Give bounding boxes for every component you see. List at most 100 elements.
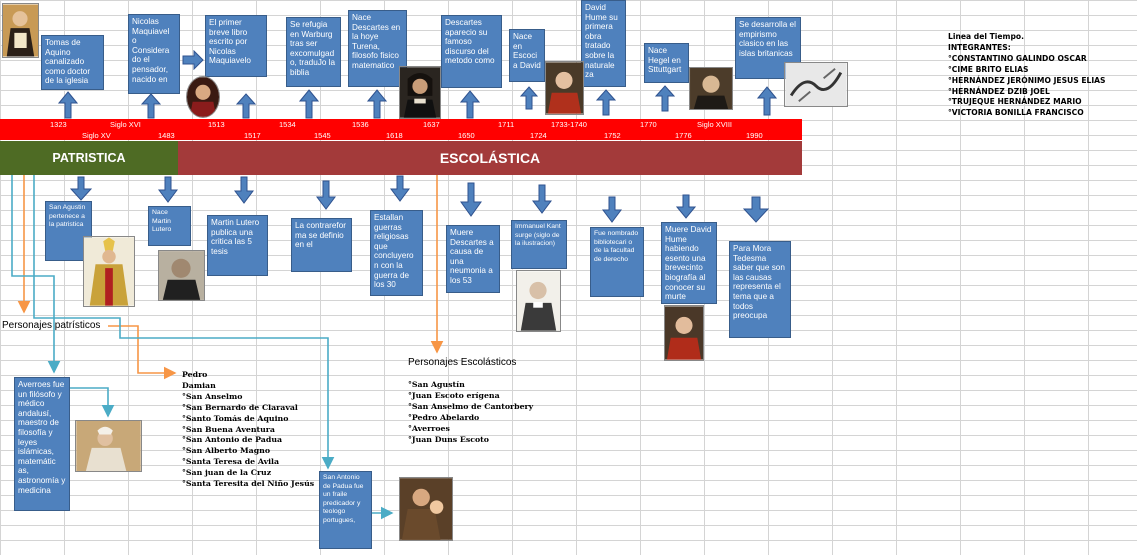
year-label: 1618: [386, 131, 403, 140]
year-label: 1711: [498, 120, 515, 129]
list-item: °San Alberto Magno: [182, 446, 271, 456]
arrow-down-icon: [532, 184, 552, 214]
list-item: °Santo Tomás de Aquino: [182, 413, 289, 423]
year-label: Siglo XVIII: [697, 120, 733, 129]
kant-portrait-image: [516, 270, 561, 332]
event-box-hume-obra: David Hume su primera obra tratado sobre…: [581, 0, 626, 87]
event-box-warburg: Se refugia en Warburg tras ser excomulga…: [286, 17, 341, 87]
aquino-portrait-image: [2, 3, 39, 58]
arrow-up-icon: [58, 91, 78, 119]
member-item: °VICTORIA BONILLA FRANCISCO: [948, 108, 1084, 118]
year-label: 1752: [604, 131, 621, 140]
event-box-bibliotecario: Fue nombrado bibliotecari o de la facult…: [590, 227, 644, 297]
patristic-names-list: Pedro Damian °San Anselmo °San Bernardo …: [182, 370, 314, 490]
period-escolastica: ESCOLÁSTICA: [178, 141, 802, 175]
list-item: °San Antonio de Padua: [182, 435, 283, 445]
list-item: °San Bernardo de Claraval: [182, 402, 298, 412]
arrow-down-icon: [743, 196, 769, 223]
event-box-maquiavelo-libro: El primer breve libro escrito por Nicola…: [205, 15, 267, 77]
arrow-up-icon: [141, 93, 161, 119]
member-item: °CIME BRITO ELIAS: [948, 64, 1029, 74]
arrow-down-icon: [70, 176, 92, 201]
member-item: °HERNÁNDEZ JERÓNIMO JESUS ELIAS: [948, 75, 1106, 85]
list-item: °San juan de la Cruz: [182, 468, 272, 478]
arrow-up-icon: [655, 85, 675, 112]
arrow-right-icon: [182, 50, 204, 70]
year-label: 1990: [746, 131, 763, 140]
year-label: Siglo XVI: [110, 120, 141, 129]
event-box-hume-nace: Nace en Escoci a David: [509, 29, 545, 82]
hume-portrait-image: [545, 61, 584, 115]
member-item: °HERNÁNDEZ DZIB JOEL: [948, 86, 1050, 96]
arrow-down-icon: [390, 175, 410, 202]
event-box-descartes-nace: Nace Descartes en la hoye Turena, filoso…: [348, 10, 407, 87]
list-item: Damian: [182, 380, 216, 390]
year-label: 1650: [458, 131, 475, 140]
list-item: Pedro: [182, 370, 208, 379]
agustin-portrait-image: [83, 236, 135, 307]
list-item: °San Agustín: [408, 380, 465, 389]
hands-drawing-image: [784, 62, 848, 107]
event-box-kant: Immanuel Kant surge (siglo de la ilustra…: [511, 220, 567, 269]
year-label: 1770: [640, 120, 657, 129]
timeline-bar: 1323 Siglo XVI 1483 1513 1517 1534 1545 …: [0, 119, 802, 140]
team-info: Linea del Tiempo. INTEGRANTES: °CONSTANT…: [948, 32, 1106, 119]
scholastic-section-title: Personajes Escolásticos: [408, 357, 517, 368]
list-item: °San Anselmo de Cantorbery: [408, 401, 534, 411]
list-item: °Juan Escoto erígena: [408, 390, 500, 400]
list-item: °Juan Duns Escoto: [408, 434, 489, 444]
period-patristica: PATRISTICA: [0, 141, 178, 175]
year-label: 1545: [314, 131, 331, 140]
year-label: 1637: [423, 120, 440, 129]
list-item: °Averroes: [408, 423, 450, 433]
arrow-down-icon: [234, 176, 254, 204]
event-box-hegel: Nace Hegel en Sttuttgart: [644, 43, 689, 83]
event-box-guerras: Estallan guerras religiosas que concluye…: [370, 210, 423, 296]
info-title: Linea del Tiempo.: [948, 32, 1024, 41]
antonio-image: [399, 477, 453, 541]
list-item: °Santa Teresita del Niño Jesús: [182, 479, 315, 489]
event-box-hume-muere: Muere David Hume habiendo esento una bre…: [661, 222, 717, 304]
hume-portrait-image-2: [664, 305, 704, 361]
event-box-mora-tedesma: Para Mora Tedesma saber que son las caus…: [729, 241, 791, 338]
year-label: 1536: [352, 120, 369, 129]
event-box-maquiavelo-nace: Nicolas Maquiavel o Considera do el pens…: [128, 14, 180, 94]
list-item: °San Anselmo: [182, 391, 243, 401]
arrow-up-icon: [520, 86, 538, 110]
event-box-descartes-discurso: Descartes aparecio su famoso discurso de…: [441, 15, 502, 88]
scholastic-names-list: °San Agustín °Juan Escoto erígena °San A…: [408, 380, 533, 445]
arrow-up-icon: [596, 89, 616, 116]
info-subtitle: INTEGRANTES:: [948, 42, 1011, 52]
event-box-contrareforma: La contrarefor ma se definio en el: [291, 218, 352, 272]
member-item: °TRUJEQUE HERNÁNDEZ MARIO: [948, 97, 1082, 107]
arrow-up-icon: [299, 89, 319, 119]
arrow-up-icon: [236, 93, 256, 119]
list-item: °San Buena Aventura: [182, 424, 275, 434]
member-item: °CONSTANTINO GALINDO OSCAR: [948, 53, 1087, 63]
year-label: 1517: [244, 131, 261, 140]
year-label: 1733-1740: [551, 120, 587, 129]
year-label: 1513: [208, 120, 225, 129]
arrow-down-icon: [602, 196, 622, 223]
averroes-box: Averroes fue un filósofo y médico andalu…: [14, 377, 70, 511]
year-label: 1483: [158, 131, 175, 140]
lutero-portrait-image: [158, 250, 205, 301]
antonio-box: San Antonio de Padua fue un fraile predi…: [319, 471, 372, 549]
arrow-down-icon: [676, 194, 696, 219]
patristic-section-title: Personajes patrísticos: [2, 320, 101, 331]
hegel-portrait-image: [689, 67, 733, 110]
year-label: 1724: [530, 131, 547, 140]
averroes-image: [75, 420, 142, 472]
year-label: 1776: [675, 131, 692, 140]
event-box-lutero-tesis: Martin Lutero publica una critica las 5 …: [207, 215, 268, 276]
event-box-empirismo: Se desarrolla el empirismo clasico en la…: [735, 17, 801, 79]
arrow-down-icon: [316, 180, 336, 210]
arrow-up-icon: [757, 86, 777, 116]
arrow-down-icon: [460, 182, 482, 217]
year-label: 1323: [50, 120, 67, 129]
event-box-aquino: Tomas de Aquino canalizado como doctor d…: [41, 35, 104, 90]
maquiavelo-portrait-image: [186, 76, 220, 118]
year-label: 1534: [279, 120, 296, 129]
arrow-up-icon: [367, 89, 387, 119]
arrow-up-icon: [460, 90, 480, 119]
